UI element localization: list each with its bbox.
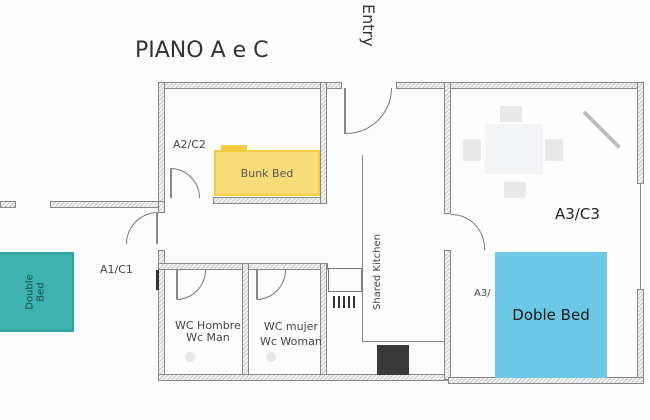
wall-wc-divider — [242, 263, 249, 380]
wall-left-a2 — [158, 82, 165, 202]
wall-kitchen-right-upper — [444, 82, 451, 214]
door-kitchen[interactable] — [344, 88, 392, 134]
room-label-a3c3: A3/C3 — [555, 205, 600, 223]
door-a2c2[interactable] — [170, 168, 200, 198]
wc-man-label: WC Hombre Wc Man — [175, 319, 241, 345]
wc-man-line1: WC Hombre — [175, 319, 241, 332]
wall-a2-bottom — [213, 197, 326, 204]
light-switch — [156, 270, 159, 290]
wall-a1-top-left — [0, 201, 16, 208]
doble-bed-a3: Doble Bed — [495, 252, 607, 378]
wall-a1-top-right — [50, 201, 165, 208]
toilet-icon-man — [185, 352, 195, 362]
wc-woman-label: WC mujer Wc Woman — [260, 320, 322, 350]
room-label-a1c1: A1/C1 — [100, 263, 133, 276]
wall-a1-right-upper — [158, 201, 165, 213]
wall-a3-right-lower — [637, 289, 644, 383]
chair-bottom — [504, 182, 526, 198]
dish-rack-icon — [333, 296, 357, 308]
mirror-icon — [582, 110, 621, 149]
kitchen-counter — [362, 155, 444, 342]
entry-label: Entry — [359, 4, 378, 47]
bunk-bed-ladder — [221, 145, 247, 150]
double-bed-label-line1: Double — [25, 274, 36, 310]
wall-a3-bottom — [448, 377, 644, 384]
door-a1c1[interactable] — [126, 212, 158, 244]
wall-top-kitchen-left — [326, 82, 342, 89]
wall-top-a2 — [158, 82, 326, 89]
wall-top-a3 — [448, 82, 644, 89]
bunk-bed: Bunk Bed — [214, 150, 320, 196]
door-a3c3[interactable] — [451, 214, 485, 250]
wall-kitchen-right-lower — [444, 250, 451, 380]
kitchen-label: Shared Kitchen — [372, 234, 383, 310]
toilet-icon-woman — [266, 352, 276, 362]
door-wc-woman[interactable] — [256, 270, 286, 300]
double-bed-label-line2: Bed — [36, 282, 47, 302]
wc-man-line2: Wc Man — [186, 331, 230, 345]
wall-top-kitchen-right — [396, 82, 448, 89]
wc-woman-line2: Wc Woman — [260, 334, 322, 348]
doble-bed-label: Doble Bed — [512, 306, 590, 324]
room-label-a2c2: A2/C2 — [173, 138, 206, 151]
room-label-a3c3-partial: A3/ — [474, 288, 491, 299]
chair-left — [463, 139, 481, 161]
plan-title: PIANO A e C — [135, 38, 269, 63]
dining-table — [485, 124, 543, 174]
window-a3-right — [640, 184, 641, 289]
bunk-bed-label: Bunk Bed — [240, 166, 294, 180]
chair-right — [545, 139, 563, 161]
double-bed-a1: Double Bed — [0, 252, 74, 332]
wall-a3-right-upper — [637, 82, 644, 184]
door-wc-man[interactable] — [176, 270, 206, 300]
wall-bottom-wc — [158, 374, 448, 381]
chair-top — [500, 106, 522, 122]
wall-a2-right — [320, 82, 327, 204]
sink-icon — [328, 268, 362, 292]
stove-icon — [377, 345, 409, 375]
wc-woman-line1: WC mujer — [263, 320, 318, 333]
